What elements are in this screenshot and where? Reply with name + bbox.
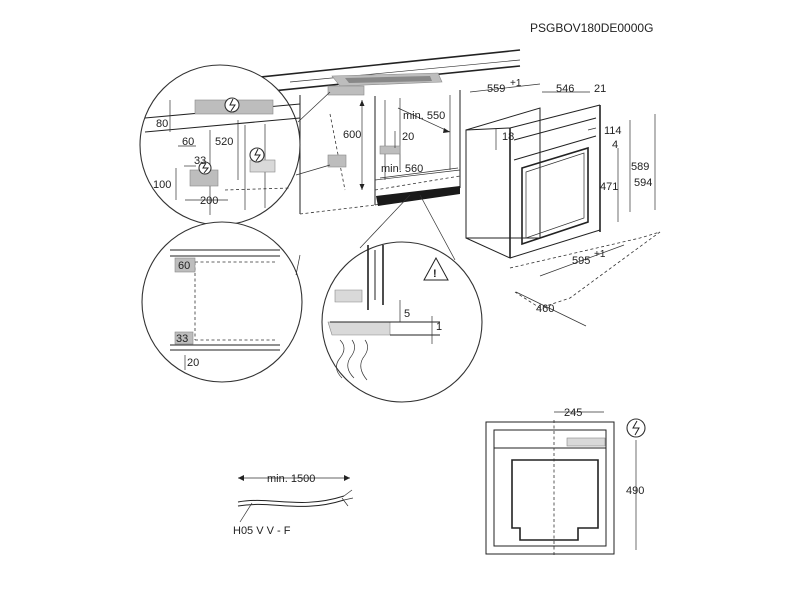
dim-detail-100: 100 (153, 179, 171, 191)
dim-fix-5: 5 (404, 308, 410, 320)
dim-height-594: 594 (634, 177, 652, 189)
caution-triangle-icon (423, 256, 449, 281)
svg-text:!: ! (433, 268, 437, 280)
dim-oven-depth-tol: +1 (510, 78, 522, 89)
dim-width-tol: +1 (594, 249, 606, 260)
dim-height-589: 589 (631, 161, 649, 173)
dim-niche-min-width: min. 560 (381, 163, 423, 175)
dim-corner-20: 20 (187, 357, 199, 369)
detail-circle-rear-connection: 80 60 520 33 100 200 (139, 64, 331, 226)
dim-niche-min-depth: min. 550 (403, 110, 445, 122)
cabinet-perspective: 600 min. 550 20 min. 560 (231, 49, 521, 215)
dim-inner-18: 18 (502, 131, 514, 143)
cable-diagram: min. 1500 H05 V V - F (233, 473, 354, 537)
oven-back-view: 245 490 (485, 407, 646, 556)
oven-dimensions-view: 559 +1 546 21 18 114 4 471 589 594 595 +… (465, 78, 661, 327)
dim-front-depth: 546 (556, 83, 574, 95)
dim-top-offset: 114 (604, 125, 622, 137)
dim-width-595: 595 (572, 255, 590, 267)
dim-corner-33: 33 (176, 333, 188, 345)
cable-label: H05 V V - F (233, 525, 291, 537)
dim-detail-33: 33 (194, 155, 206, 167)
dim-fix-1: 1 (436, 321, 442, 333)
detail-circle-corner: 60 33 20 (141, 221, 303, 383)
dim-detail-60: 60 (182, 136, 194, 148)
dim-corner-60: 60 (178, 260, 190, 272)
dim-detail-80: 80 (156, 118, 168, 130)
dim-height-471: 471 (600, 181, 618, 193)
dim-panel-thickness: 21 (594, 83, 606, 95)
dim-depth-460: 460 (536, 303, 554, 315)
dim-niche-height: 600 (343, 129, 361, 141)
dim-back-height: 490 (626, 485, 644, 497)
dim-cable-min: min. 1500 (267, 473, 315, 485)
dim-back-width: 245 (564, 407, 582, 419)
dim-oven-depth: 559 (487, 83, 505, 95)
dim-detail-200: 200 (200, 195, 218, 207)
dim-niche-gap: 20 (402, 131, 414, 143)
oven-window (521, 146, 589, 246)
dim-top-gap: 4 (612, 139, 618, 151)
detail-circle-fixing: ! 5 1 (321, 194, 483, 403)
dim-detail-520: 520 (215, 136, 233, 148)
junction-box (327, 85, 365, 96)
model-code: PSGBOV180DE0000G (530, 21, 653, 35)
